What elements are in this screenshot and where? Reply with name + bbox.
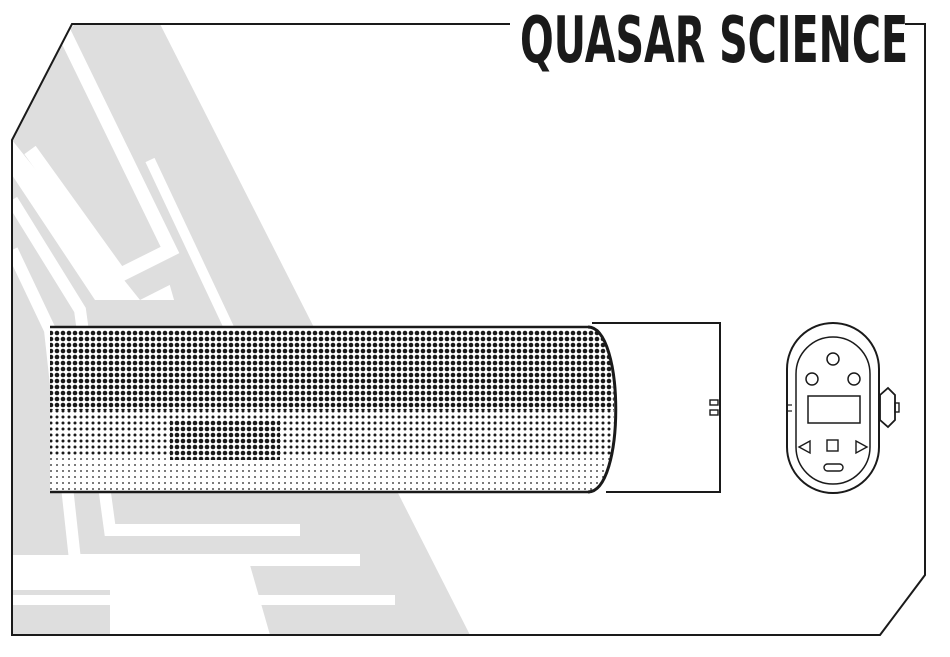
light-tube (50, 327, 630, 492)
remote-controller (787, 323, 899, 493)
brand-logo-text: QUASAR SCIENCE (520, 0, 763, 82)
